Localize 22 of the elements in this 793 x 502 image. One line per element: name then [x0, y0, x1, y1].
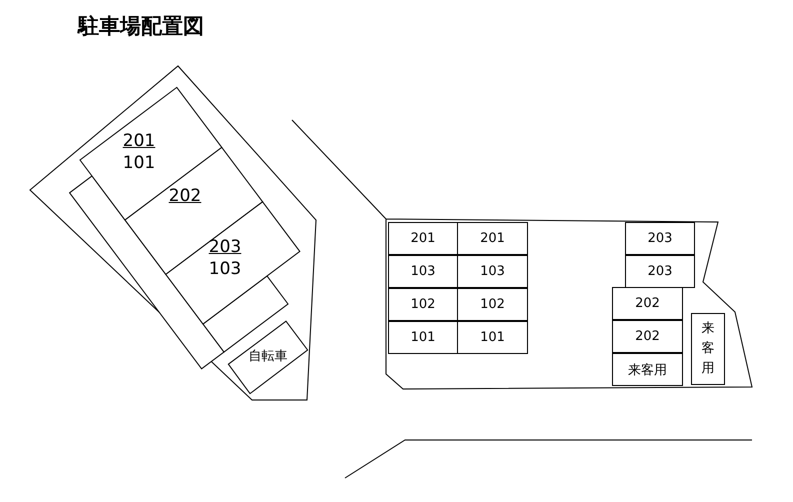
parking-space: 203 — [625, 255, 695, 288]
parking-space: 101 — [457, 321, 528, 354]
parking-space: 101 — [388, 321, 458, 354]
parking-space: 201 — [388, 222, 458, 255]
area-label: 自転車 — [248, 348, 288, 366]
parking-space: 103 — [388, 255, 458, 288]
unit-number: 201 — [122, 130, 156, 152]
parking-space: 来客用 — [612, 353, 683, 386]
unit-number: 103 — [208, 258, 242, 280]
parking-space — [691, 313, 725, 385]
parking-space: 103 — [457, 255, 528, 288]
parking-space: 203 — [625, 222, 695, 255]
parking-space: 202 — [612, 320, 683, 353]
unit-number: 101 — [122, 152, 156, 174]
parking-space: 201 — [457, 222, 528, 255]
unit-number: 202 — [168, 185, 202, 207]
parking-space: 202 — [612, 287, 683, 320]
title: 駐車場配置図 — [78, 13, 204, 40]
parking-space: 102 — [457, 288, 528, 321]
space-label: 来客用 — [701, 320, 715, 378]
unit-number: 203 — [208, 236, 242, 258]
parking-space: 102 — [388, 288, 458, 321]
